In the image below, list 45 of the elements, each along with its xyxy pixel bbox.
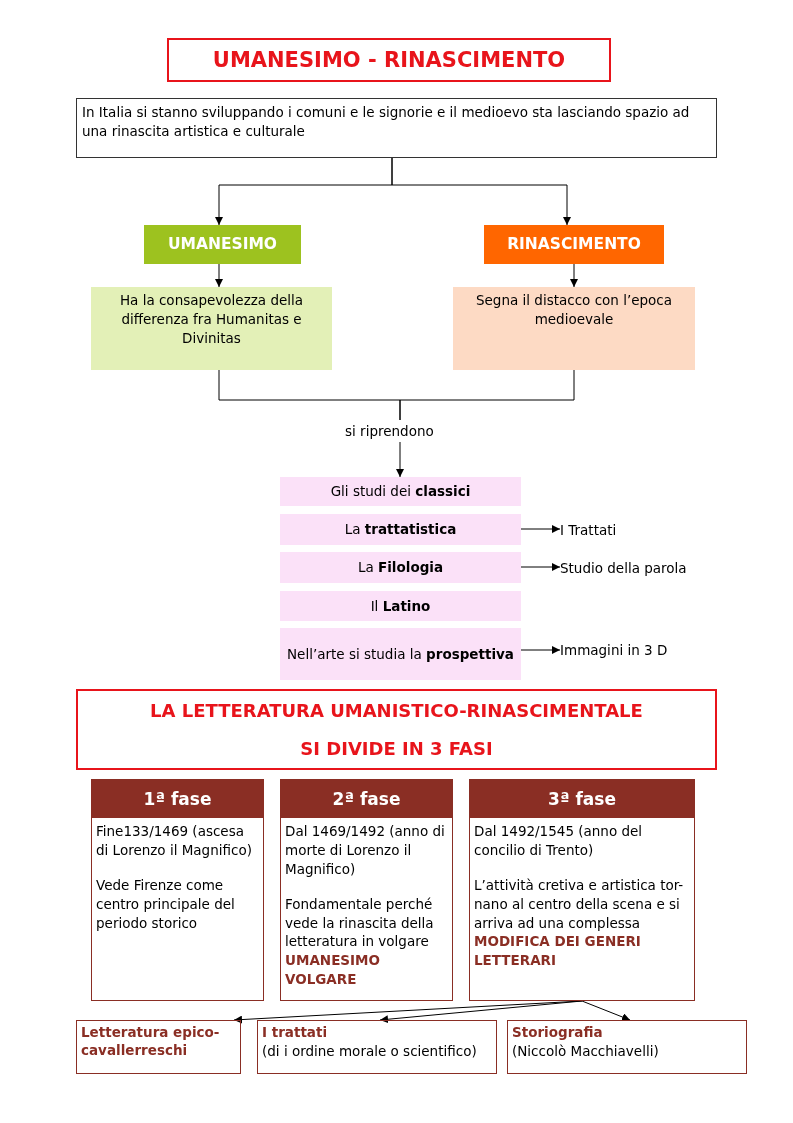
topic-box: La trattatistica	[280, 514, 521, 545]
phase-card	[91, 779, 264, 1001]
note-text: Immagini in 3 D	[560, 639, 685, 661]
arrow	[581, 1000, 631, 1021]
heading-box: LA LETTERATURA UMANISTICO-RINASCIMENTALE SI DIVIDE IN 3 FASI	[76, 689, 717, 770]
info-box: In Italia si stanno sviluppando i comuni e le signorie e il medioevo sta lasciando spazio ad una rinascita artistica e culturale	[76, 98, 717, 158]
arrow	[520, 646, 561, 654]
topic-box: La Filologia	[280, 552, 521, 583]
genre-title: I trattati	[262, 1023, 329, 1042]
genre-title: Storiografia	[512, 1023, 604, 1042]
topic-box: Nell’arte si studia la prospettiva	[280, 628, 521, 680]
note-text: Studio della parola	[560, 557, 695, 579]
topic-box: Gli studi dei classici	[280, 477, 521, 506]
arrow	[396, 441, 404, 478]
genre-text: (di i ordine morale o scientifico)	[262, 1041, 478, 1061]
arrow	[520, 563, 561, 571]
genre-box	[257, 1020, 497, 1074]
topic-box: Il Latino	[280, 591, 521, 621]
phase-header: 2ª fase	[281, 780, 452, 818]
genre-box: Letteratura epico-cavallerreschi	[76, 1020, 241, 1074]
genre-text: (Niccolò Macchiavelli)	[512, 1041, 660, 1061]
arrow	[379, 1000, 583, 1024]
page-title: UMANESIMO - RINASCIMENTO	[167, 38, 611, 82]
category-header: RINASCIMENTO	[484, 225, 664, 264]
phase-text: Dal 1492/1545 (anno del concilio di Trento)	[474, 822, 644, 860]
arrow	[520, 525, 561, 533]
phase-text: Vede Firenze come centro principale del periodo storico	[96, 875, 236, 933]
arrow	[391, 157, 571, 226]
arrow	[570, 263, 578, 288]
phase-card	[280, 779, 453, 1001]
phase-card	[469, 779, 695, 1001]
connector-line	[399, 369, 575, 421]
genre-box	[507, 1020, 747, 1074]
phase-header: 3ª fase	[470, 780, 694, 818]
phase-text: Dal 1469/1492 (anno di morte di Lorenzo il Magnifico)	[285, 822, 446, 879]
note-text: I Trattati	[560, 519, 640, 541]
phase-text: Fine133/1469 (ascesa di Lorenzo il Magnifico)	[96, 822, 253, 860]
phase-header: 1ª fase	[92, 780, 263, 818]
phase-text: L’attività cretiva e artistica tor-nano al centro della scena e si arriva ad una complessa MODIFICA DEI GENERI LETTERARI	[474, 875, 685, 971]
category-header: UMANESIMO	[144, 225, 301, 264]
phase-text: Fondamentale perché vede la rinascita della letteratura in volgare UMANESIMO VOLGARE	[285, 894, 435, 990]
description-box: Segna il distacco con l’epoca medioevale	[453, 287, 695, 370]
arrow	[215, 263, 223, 288]
description-box: Ha la consapevolezza della differenza fra Humanitas e Divinitas	[91, 287, 332, 370]
note-text: si riprendono	[345, 420, 455, 442]
